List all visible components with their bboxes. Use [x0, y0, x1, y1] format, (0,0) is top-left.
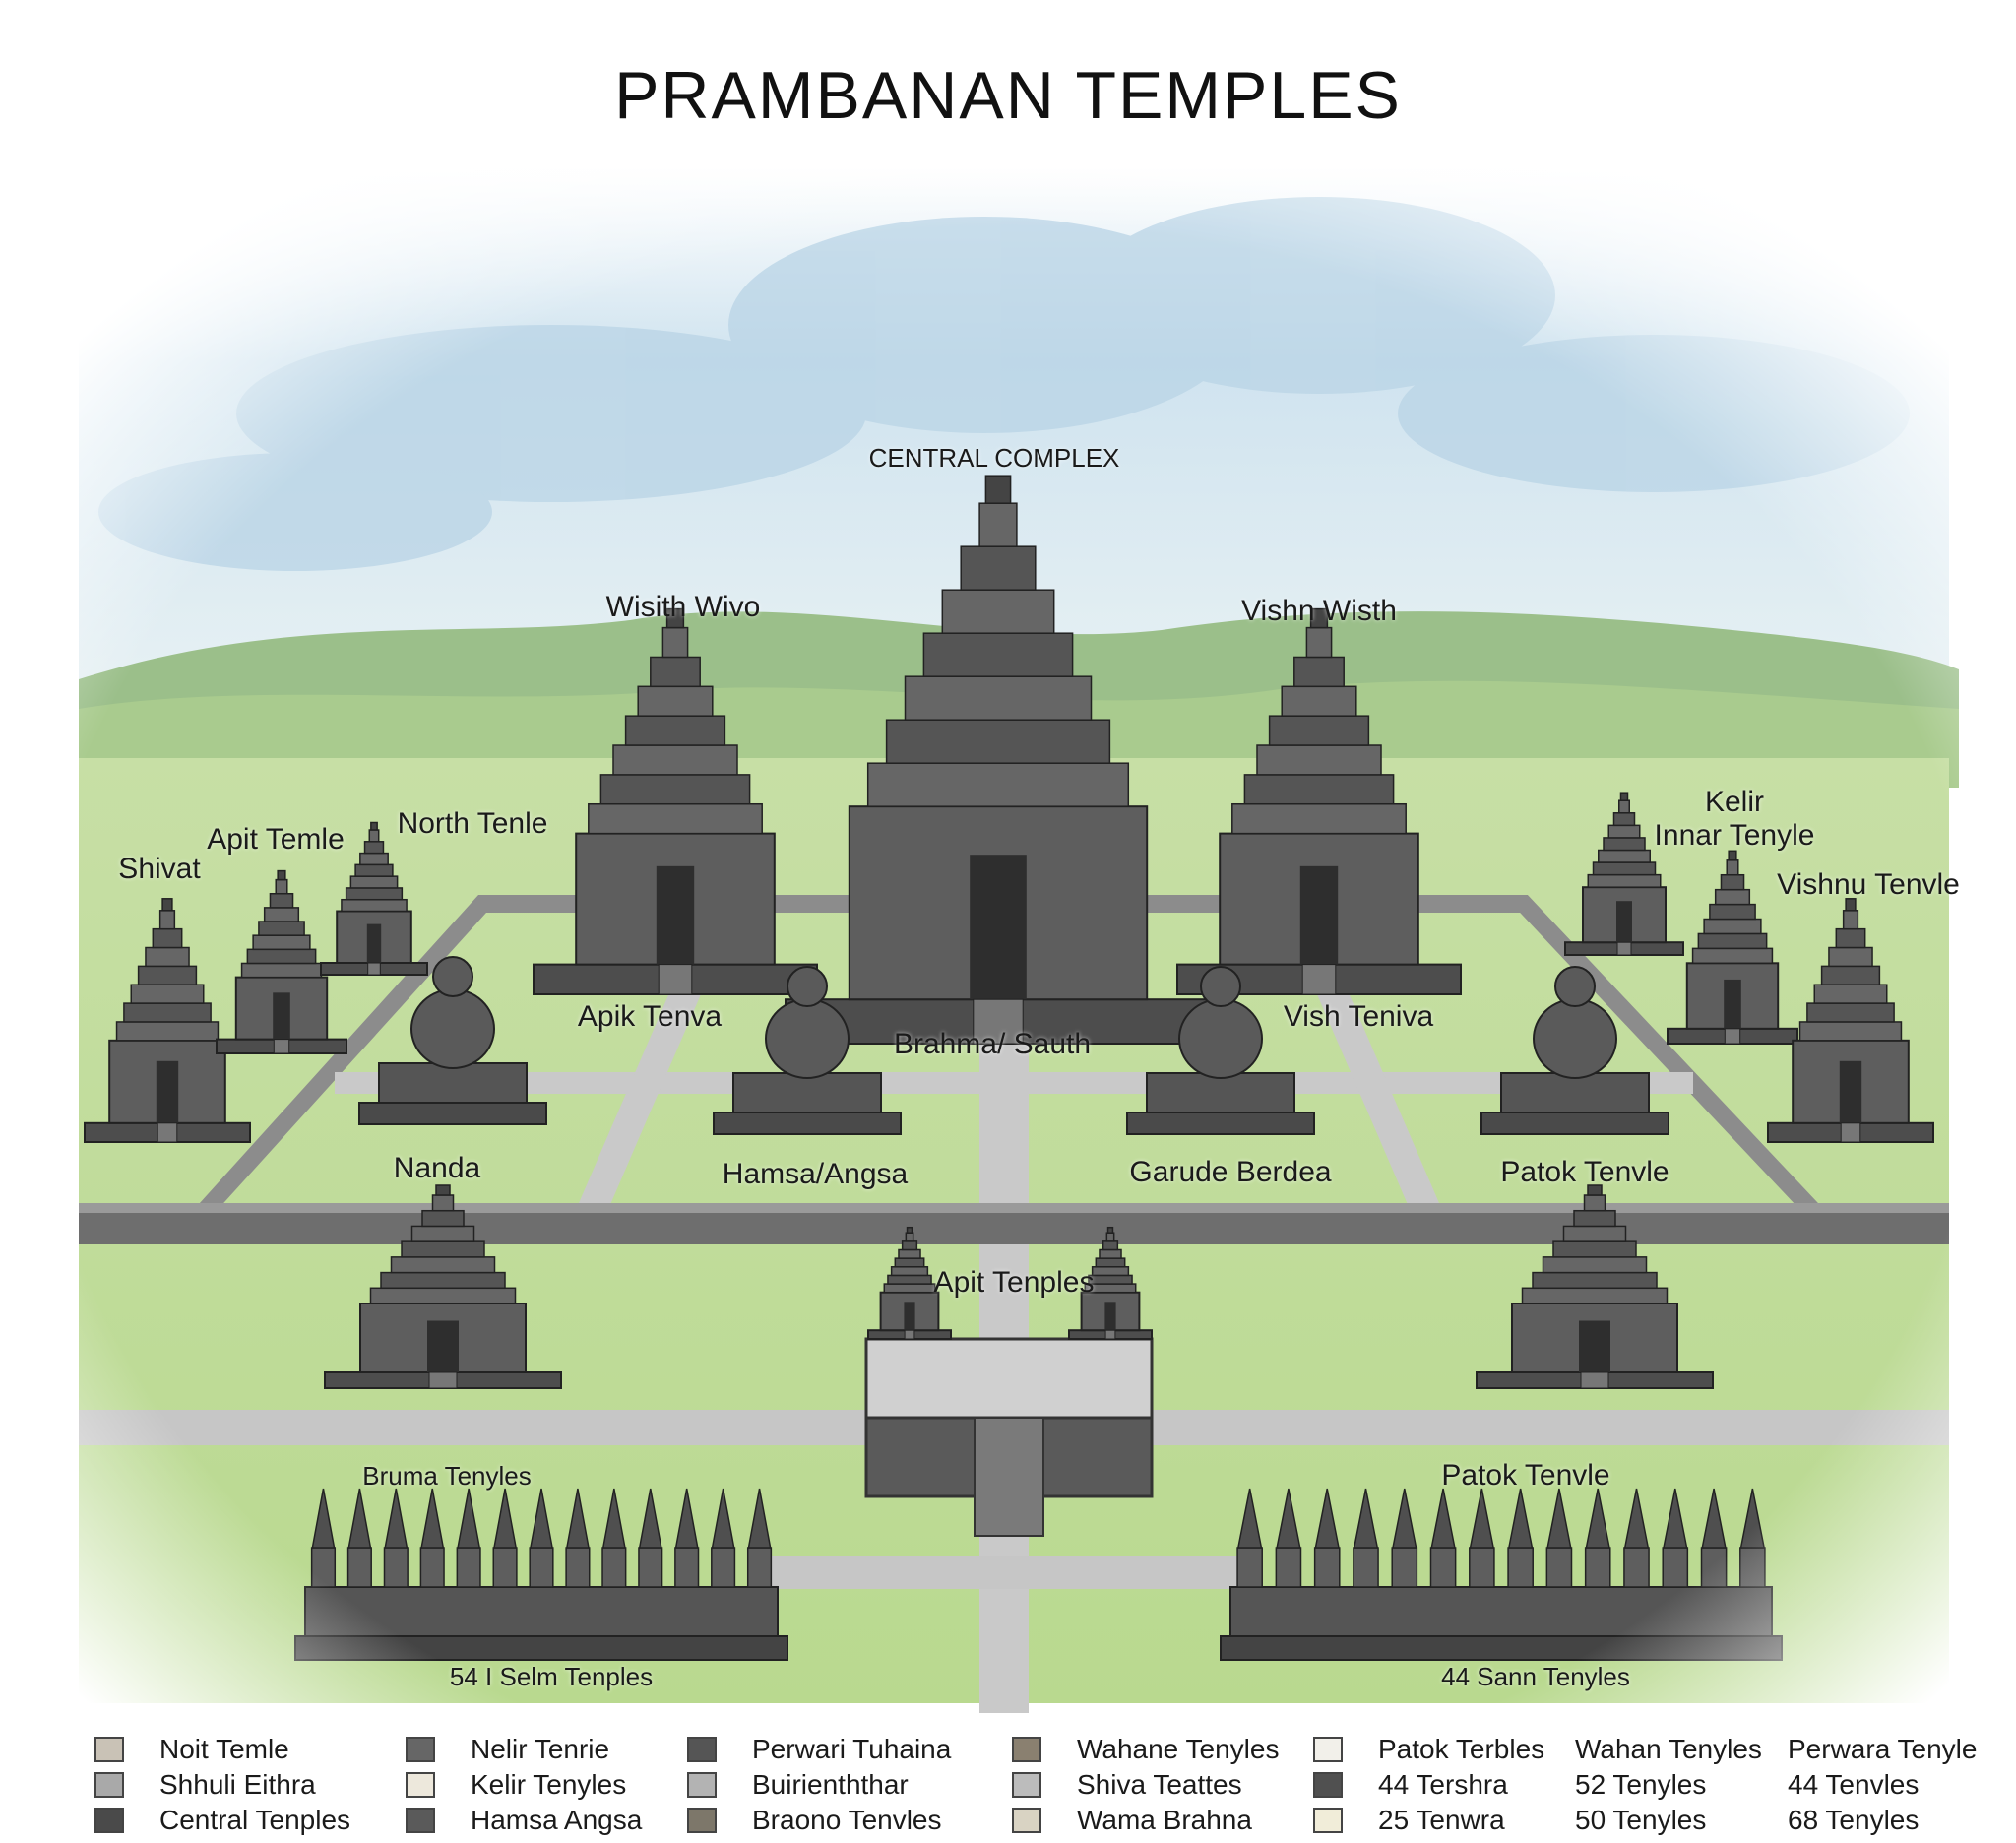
legend-item: Noit Temle — [94, 1733, 289, 1766]
legend-swatch — [1313, 1737, 1343, 1762]
legend-item: Braono Tenvles — [687, 1804, 942, 1837]
legend-item: Shhuli Eithra — [94, 1768, 316, 1802]
legend-item: Nelir Tenrie — [406, 1733, 609, 1766]
label-central-complex: CENTRAL COMPLEX — [868, 443, 1120, 473]
label-patok-tenvle-outer: Patok Tenvle — [1441, 1459, 1610, 1492]
legend-item: 68 Tenyles — [1788, 1804, 1919, 1837]
legend-text: Perwara Tenyle — [1788, 1734, 1978, 1764]
label-left-perwara-row: 54 I Selm Tenples — [449, 1662, 654, 1691]
legend-item: Wahan Tenyles — [1575, 1733, 1762, 1766]
legend-text: Noit Temle — [159, 1734, 289, 1764]
label-kelir: Kelir — [1704, 786, 1765, 818]
legend-swatch — [406, 1808, 435, 1833]
legend-text: Perwari Tuhaina — [752, 1734, 952, 1764]
legend-item: Central Tenples — [94, 1804, 350, 1837]
legend-item: Shiva Teattes — [1012, 1768, 1242, 1802]
legend-text: 25 Tenwra — [1378, 1805, 1505, 1835]
vignette — [0, 118, 2016, 1752]
legend-text: Wahane Tenyles — [1077, 1734, 1280, 1764]
legend-item: 44 Tershra — [1313, 1768, 1508, 1802]
legend-text: Kelir Tenyles — [471, 1769, 627, 1800]
label-nanda: Nanda — [393, 1152, 481, 1184]
legend-swatch — [1012, 1808, 1041, 1833]
legend-text: 50 Tenyles — [1575, 1805, 1707, 1835]
legend-item: 44 Tenvles — [1788, 1768, 1919, 1802]
legend-text: Shhuli Eithra — [159, 1769, 316, 1800]
label-vishn-wisth: Vishn Wisth — [1241, 595, 1397, 627]
label-hamsa-angsa: Hamsa/Angsa — [722, 1158, 909, 1190]
label-bruma-tenyles: Bruma Tenyles — [362, 1461, 532, 1491]
legend-swatch — [1313, 1808, 1343, 1833]
label-apit-tenples: Apit Tenples — [933, 1266, 1095, 1299]
legend-swatch — [94, 1808, 124, 1833]
legend-item: Patok Terbles — [1313, 1733, 1544, 1766]
legend-text: Wahan Tenyles — [1575, 1734, 1762, 1764]
legend-text: Patok Terbles — [1378, 1734, 1545, 1764]
legend-item: Wahane Tenyles — [1012, 1733, 1279, 1766]
legend-item: 52 Tenyles — [1575, 1768, 1706, 1802]
legend-item: Hamsa Angsa — [406, 1804, 642, 1837]
legend-swatch — [94, 1772, 124, 1798]
legend-text: 44 Tenvles — [1788, 1769, 1920, 1800]
legend-swatch — [1313, 1772, 1343, 1798]
legend-item: Perwara Tenyle — [1788, 1733, 1977, 1766]
legend-item: 25 Tenwra — [1313, 1804, 1505, 1837]
legend-item: Wama Brahna — [1012, 1804, 1252, 1837]
legend-text: 44 Tershra — [1378, 1769, 1508, 1800]
legend-text: Hamsa Angsa — [471, 1805, 643, 1835]
label-garude-berdea: Garude Berdea — [1129, 1156, 1332, 1188]
label-shivat: Shivat — [118, 853, 201, 885]
label-brahma-sauth: Brahma/ Sauth — [893, 1028, 1092, 1060]
legend-swatch — [406, 1737, 435, 1762]
legend-swatch — [687, 1737, 717, 1762]
legend-text: Wama Brahna — [1077, 1805, 1252, 1835]
legend-swatch — [406, 1772, 435, 1798]
legend-item: Buirienththar — [687, 1768, 909, 1802]
legend-item: Perwari Tuhaina — [687, 1733, 951, 1766]
legend-swatch — [687, 1772, 717, 1798]
label-innar-tenyle: Innar Tenyle — [1654, 819, 1815, 852]
legend-text: Shiva Teattes — [1077, 1769, 1242, 1800]
label-vish-teniva: Vish Teniva — [1283, 1000, 1434, 1033]
legend-text: Nelir Tenrie — [471, 1734, 610, 1764]
legend-text: Buirienththar — [752, 1769, 909, 1800]
legend-item: 50 Tenyles — [1575, 1804, 1706, 1837]
legend-text: Braono Tenvles — [752, 1805, 942, 1835]
legend-swatch — [687, 1808, 717, 1833]
label-apik-tenva: Apik Tenva — [577, 1000, 723, 1033]
legend-text: 52 Tenyles — [1575, 1769, 1707, 1800]
label-north-tenle: North Tenle — [397, 807, 548, 840]
legend-swatch — [1012, 1737, 1041, 1762]
label-right-perwara-row: 44 Sann Tenyles — [1441, 1662, 1630, 1691]
legend-text: Central Tenples — [159, 1805, 351, 1835]
label-apit-temle: Apit Temle — [207, 823, 345, 856]
page-title: PRAMBANAN TEMPLES — [614, 58, 1402, 133]
label-wisth-wivo: Wisith Wivo — [605, 591, 761, 623]
legend-swatch — [94, 1737, 124, 1762]
label-vishnu-tenvle: Vishnu Tenvle — [1777, 868, 1960, 901]
legend-swatch — [1012, 1772, 1041, 1798]
legend-text: 68 Tenyles — [1788, 1805, 1920, 1835]
label-patok-tenvle-inner: Patok Tenvle — [1500, 1156, 1670, 1188]
legend: Noit Temle Shhuli Eithra Central Tenples… — [94, 1733, 1984, 1843]
legend-item: Kelir Tenyles — [406, 1768, 626, 1802]
